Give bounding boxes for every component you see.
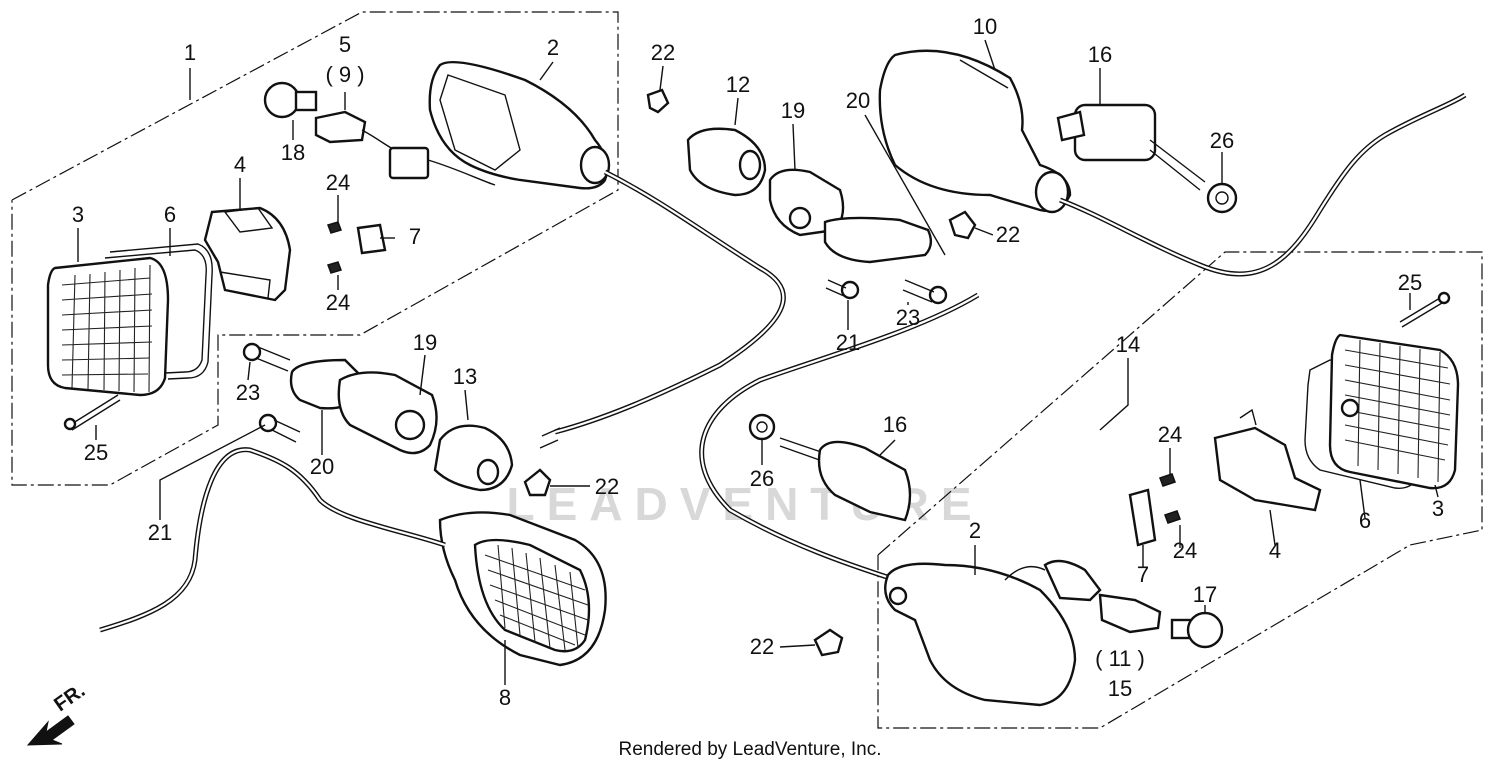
callout-3-rear: 3 [1432,496,1444,521]
callout-10: 10 [973,14,997,39]
callout-6-front: 6 [164,202,176,227]
callout-18: 18 [281,140,305,165]
callout-4-rear: 4 [1269,538,1281,563]
callout-15: 15 [1108,676,1132,701]
assembly-boundary-rear-right [877,251,1483,729]
callout-20-left: 20 [310,454,334,479]
callout-23-right: 23 [896,305,920,330]
nut-26-lower [748,413,776,441]
callout-16-lower: 16 [883,412,907,437]
lead-wire-front-left [539,169,786,449]
screws-24-front [327,221,387,274]
bolt-23-left [242,342,291,372]
callout-8: 8 [499,685,511,710]
callout-22-left: 22 [595,474,619,499]
bulb-18 [263,81,318,119]
callout-25-rear: 25 [1398,270,1422,295]
callout-24-rear-bottom: 24 [1173,538,1197,563]
connector-front [388,146,496,186]
callout-13: 13 [453,364,477,389]
screw-22-top [646,88,670,114]
callout-26-lower: 26 [750,466,774,491]
callout-5: 5 [339,32,351,57]
callout-7-front: 7 [409,224,421,249]
callout-25-front: 25 [84,440,108,465]
screw-22-lower [813,628,844,657]
callout-14: 14 [1116,332,1140,357]
callout-3-front: 3 [72,202,84,227]
lens-3-rear [1328,333,1460,490]
screw-22-left [523,468,552,497]
holder-19-left [337,371,438,455]
bolts-21-23-right [825,279,948,305]
front-arrow-icon [26,715,75,746]
stay-rubber-13 [433,424,514,492]
leader-lines [77,39,1439,685]
assembly-boundary-front-left [11,11,619,486]
callout-19-right: 19 [781,98,805,123]
bulb-17 [1170,611,1224,649]
callout-22-top: 22 [651,40,675,65]
clamp-20-right [823,216,933,264]
stay-16-lower [779,437,912,522]
screw-25-front [63,394,121,431]
screws-24-rear [1128,473,1181,547]
callout-21-right: 21 [836,330,860,355]
callout-19-left: 19 [413,330,437,355]
callout-24-front-bottom: 24 [326,290,350,315]
callout-1: 1 [184,40,196,65]
callout-11: ( 11 ) [1095,646,1145,671]
callout-24-front-top: 24 [326,170,350,195]
turn-signal-8 [99,447,607,667]
screw-25-rear [1399,291,1451,328]
callout-26-upper: 26 [1210,128,1234,153]
housing-2-front [428,60,611,190]
lead-wire-center [699,292,980,581]
socket-5 [314,110,396,151]
screw-21-left [258,413,301,443]
callout-7-rear: 7 [1137,562,1149,587]
callout-6-rear: 6 [1359,508,1371,533]
callouts: 1 5 ( 9 ) 2 22 12 19 20 10 16 26 18 4 24… [72,14,1444,710]
holder-19-right [768,168,845,237]
callout-2-rear: 2 [969,518,981,543]
bracket-4-front [203,206,292,302]
lead-wire-rear-right [1059,92,1467,277]
front-label: FR. [50,680,89,717]
footer-credit: Rendered by LeadVenture, Inc. [618,739,881,760]
housing-2-rear [884,562,1077,707]
callout-17: 17 [1193,582,1217,607]
callout-24-rear-top: 24 [1158,422,1182,447]
callout-21-left: 21 [148,520,172,545]
callout-22-right: 22 [996,222,1020,247]
turn-signal-10 [878,49,1072,214]
gasket-6-front [104,243,213,380]
callout-23-left: 23 [236,380,260,405]
lens-3-front [46,256,170,397]
callout-4-front: 4 [234,152,246,177]
stay-16-upper [1056,103,1206,191]
callout-12: 12 [726,72,750,97]
callout-16-upper: 16 [1088,42,1112,67]
socket-15 [1004,559,1162,634]
callout-9: ( 9 ) [325,62,364,87]
callout-20-right: 20 [846,88,870,113]
callout-2-front: 2 [547,35,559,60]
callout-22-lower: 22 [750,634,774,659]
front-direction-marker: FR. [26,680,89,746]
bracket-4-rear [1213,408,1322,512]
screw-22-right [948,210,977,240]
nut-26-upper [1206,182,1238,214]
stay-rubber-12 [686,127,767,197]
